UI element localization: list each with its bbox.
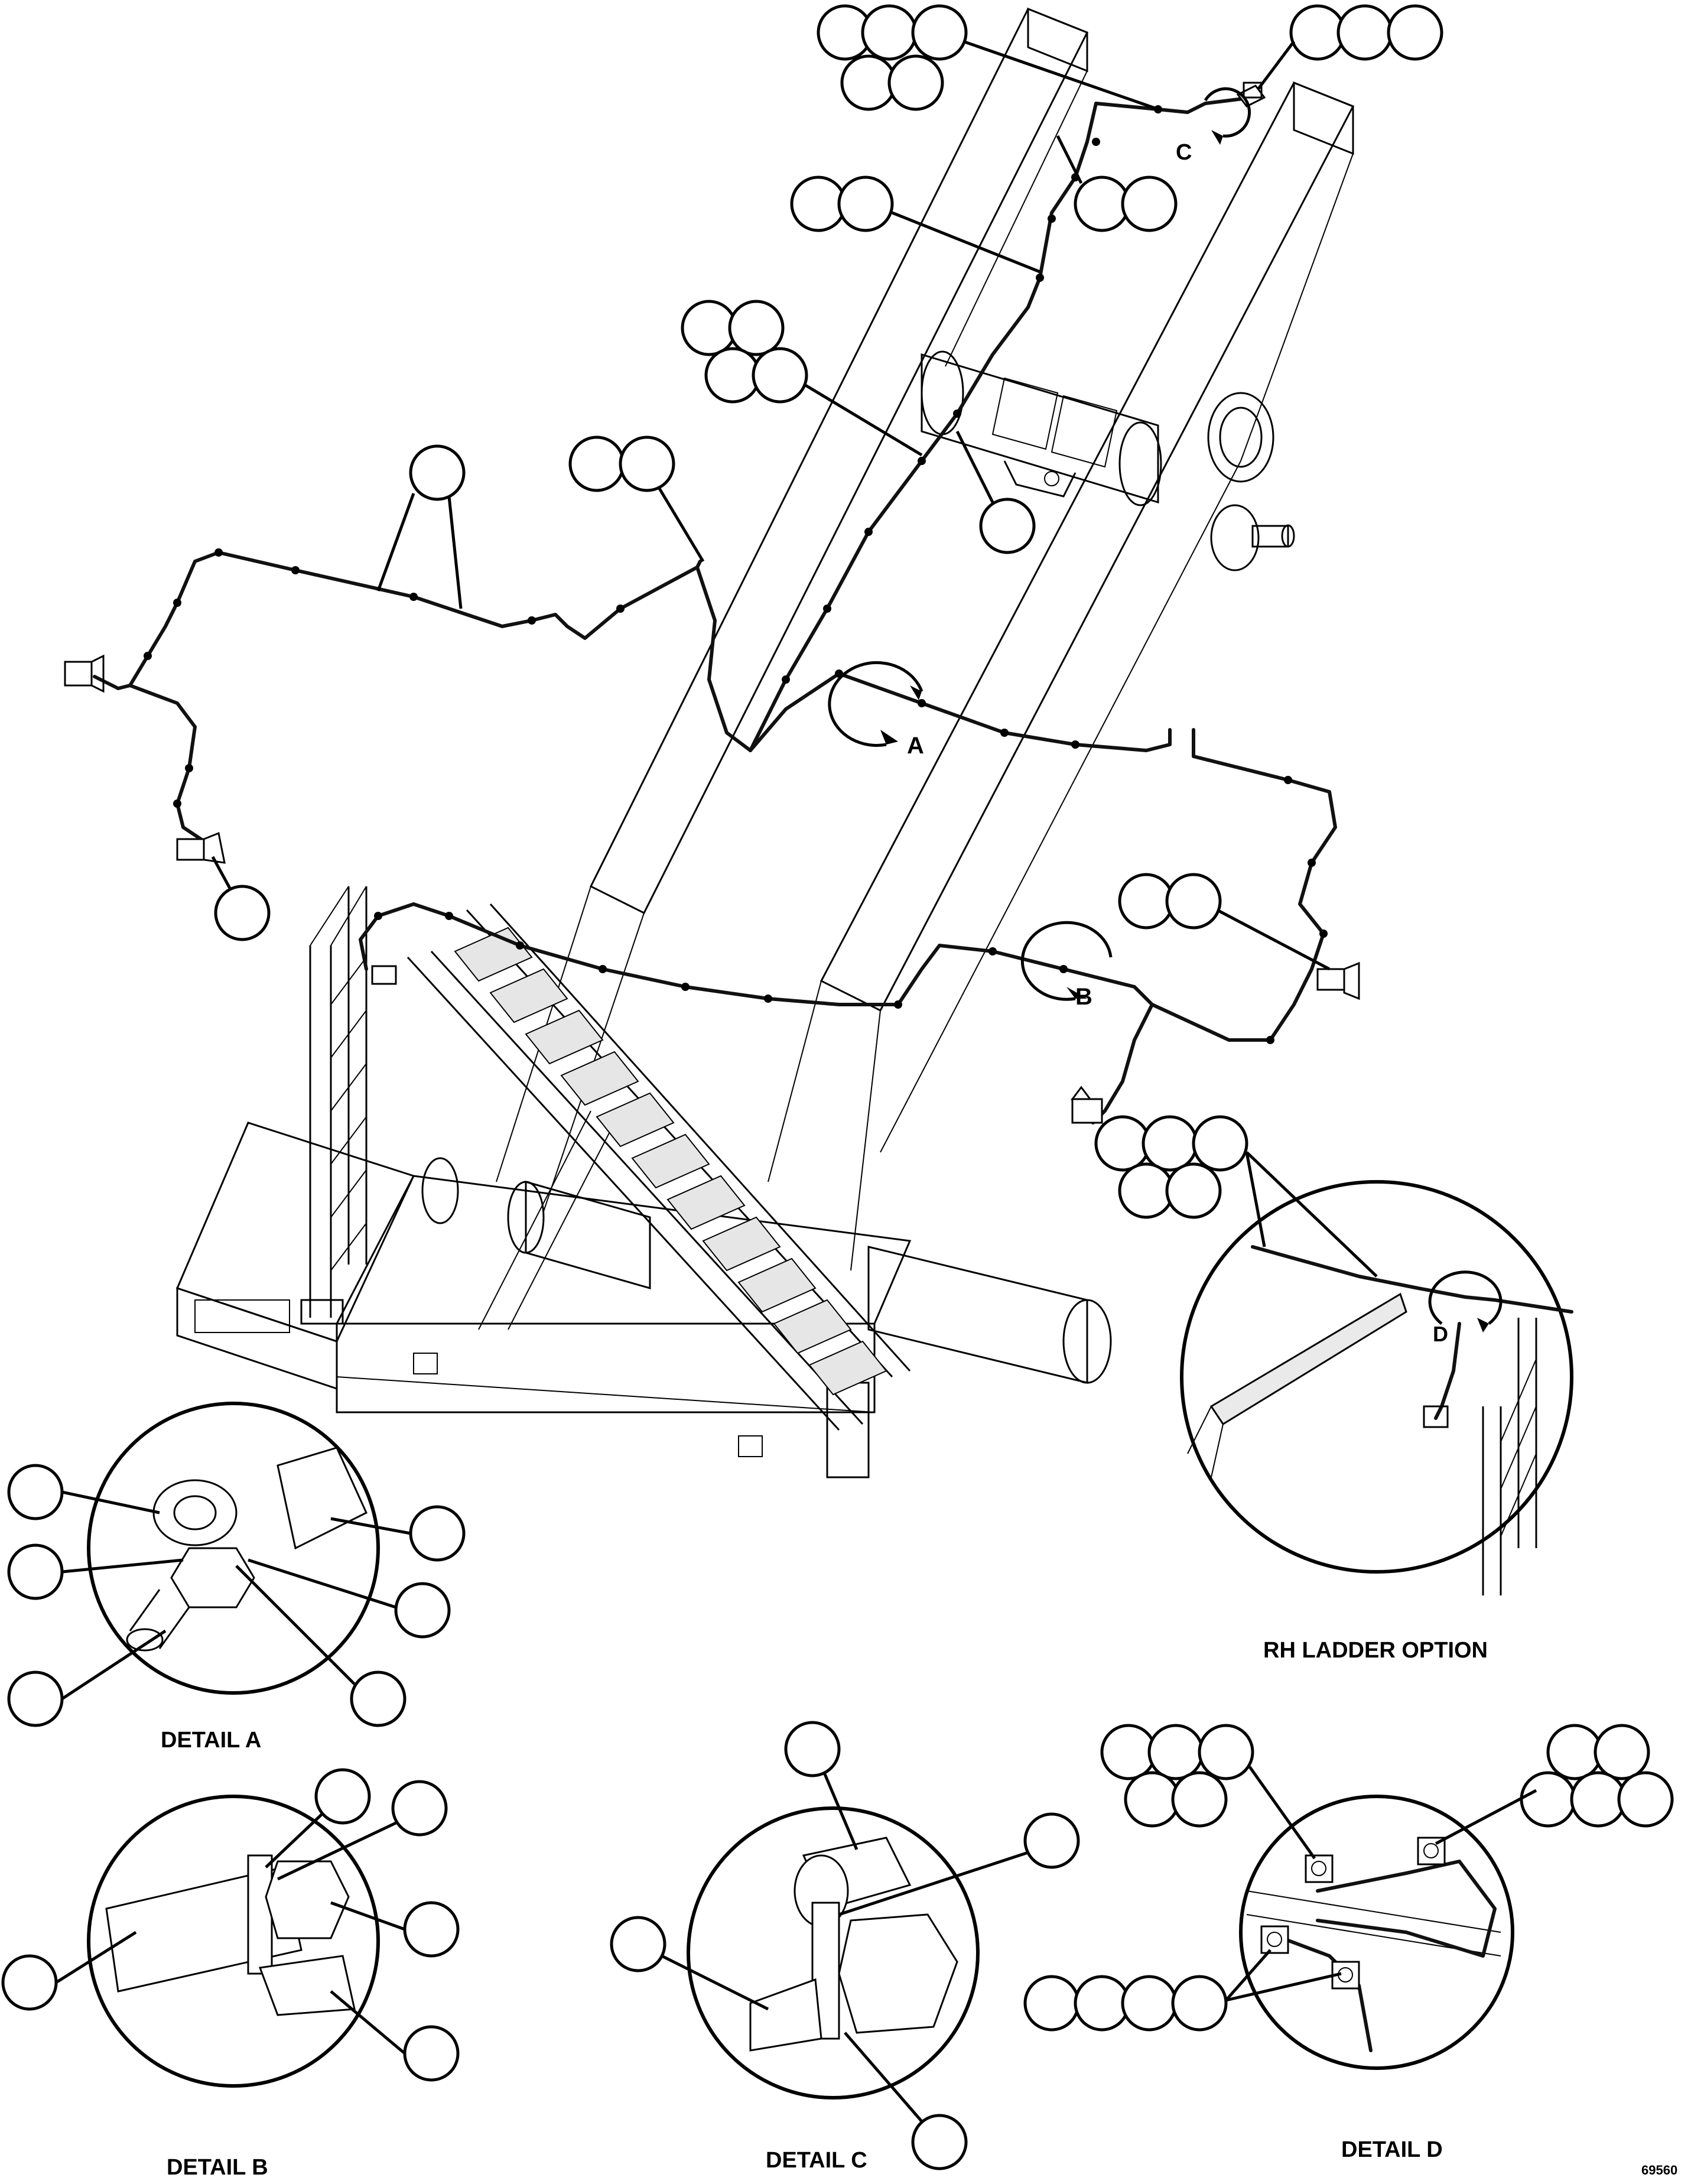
- boom-frame: [496, 7, 1355, 1271]
- lights-and-connectors: [64, 82, 1360, 1124]
- view-indicator-a: A: [828, 661, 924, 759]
- left-ladder: [300, 886, 368, 1325]
- harness-clips: [144, 105, 1328, 1044]
- balloon-left-harness: [376, 444, 466, 609]
- detail-d-title: DETAIL D: [1341, 2137, 1443, 2162]
- wire-harness: [93, 96, 1337, 1124]
- balloon-group-detail-d-top-right: [1435, 1724, 1674, 1845]
- balloon-group-top-left: [817, 4, 1156, 111]
- balloon-group-left-drop: [568, 436, 705, 563]
- lower-right-lamp-icon: [1071, 1086, 1103, 1124]
- balloon-group-detail-d-bottom: [1023, 1949, 1342, 2032]
- detail-a-title: DETAIL A: [161, 1728, 261, 1753]
- detail-d: DETAIL D: [1023, 1724, 1674, 2162]
- left-lower-lamp-icon: [176, 831, 226, 864]
- balloon-group-upper-left: [790, 176, 1040, 274]
- view-label-d: D: [1433, 1322, 1448, 1346]
- stairway: [407, 903, 911, 1431]
- base-frame: [175, 1110, 1112, 1478]
- balloon-group-mid: [681, 300, 923, 457]
- view-label-c: C: [1176, 140, 1192, 165]
- view-indicator-c: C: [1176, 87, 1251, 165]
- drawing-number: 69560: [1641, 2163, 1677, 2178]
- top-right-lamp-icon: [1236, 82, 1266, 108]
- balloon-group-right-lamp: [1118, 873, 1331, 971]
- detail-b-title: DETAIL B: [167, 2155, 268, 2180]
- detail-a: DETAIL A: [7, 1402, 466, 1753]
- balloon-group-rh-ladder: [1094, 1115, 1378, 1278]
- rh-ladder-option-detail: D RH LADDER OPTION: [1094, 1115, 1573, 1663]
- left-upper-lamp-icon: [64, 654, 105, 693]
- right-lamp-icon: [1316, 961, 1360, 1000]
- boom-pivot-tube: [921, 350, 1162, 506]
- balloon-group-top-right: [1257, 4, 1443, 90]
- view-indicator-b: B: [1020, 921, 1113, 1010]
- balloon-pivot: [955, 430, 1036, 554]
- detail-c: DETAIL C: [610, 1721, 1080, 2173]
- boom-side-boss: [1207, 392, 1295, 571]
- main-assembly: C A B: [1, 4, 1677, 2180]
- balloon-left-lamp: [211, 856, 271, 941]
- detail-c-title: DETAIL C: [766, 2148, 867, 2173]
- view-label-b: B: [1075, 984, 1092, 1010]
- balloon-group-detail-d-top-left: [1100, 1724, 1316, 1860]
- balloon-group-upper-mid: [1056, 135, 1178, 232]
- view-label-a: A: [907, 733, 924, 759]
- rh-ladder-option-title: RH LADDER OPTION: [1263, 1638, 1488, 1663]
- ladder-lamp-icon: [371, 965, 397, 985]
- detail-b: DETAIL B: [1, 1768, 460, 2180]
- rh-ladder-contents: D: [1187, 1245, 1573, 1595]
